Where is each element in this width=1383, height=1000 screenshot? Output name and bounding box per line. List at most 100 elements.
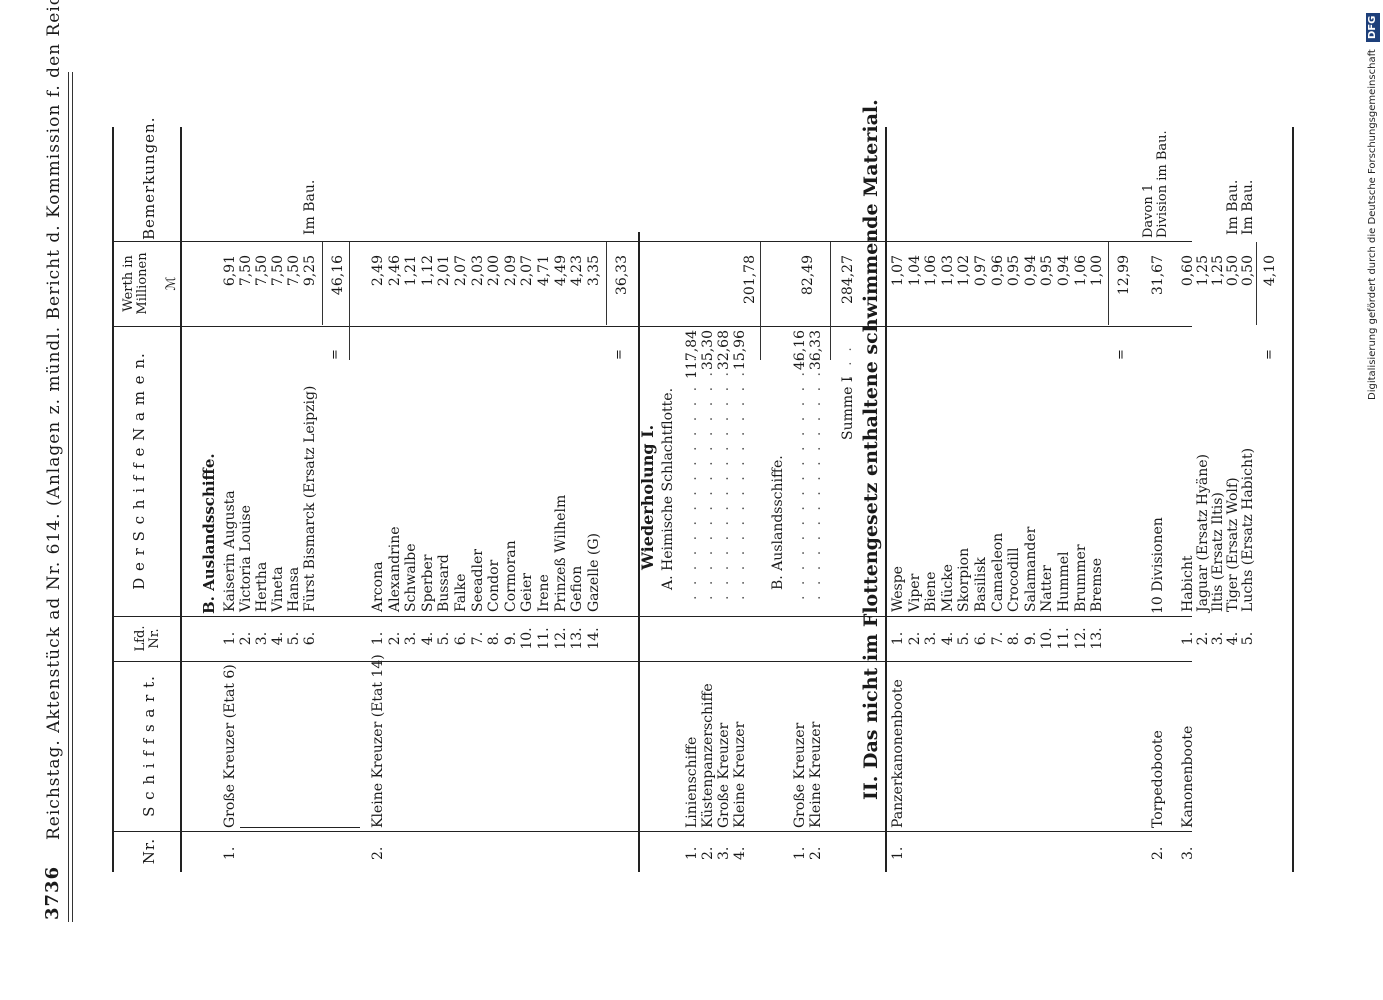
kk-row-name: Condor xyxy=(486,559,503,612)
header-schiffe-namen: D e r S c h i f f e N a m e n. xyxy=(130,352,148,590)
kb-row-lfd: 1. xyxy=(1180,631,1196,646)
col-sep-werth xyxy=(112,241,1192,242)
gk-row-value: 9,25 xyxy=(302,255,318,287)
kk-row-lfd: 8. xyxy=(486,631,503,646)
gk-sum-rule xyxy=(322,242,323,325)
credit-text: Digitalisierung gefördert durch die Deut… xyxy=(1367,49,1378,400)
kk-row-value: 4,23 xyxy=(569,255,586,287)
kb-row-value: 0,50 xyxy=(1225,255,1241,287)
wb-row-value: 36,33 xyxy=(808,330,824,371)
wiederholung-title: Wiederholung I. xyxy=(638,424,657,570)
pkb-row-name: Salamander xyxy=(1022,526,1039,612)
pkb-row-name: Crocodill xyxy=(1006,547,1023,613)
kk-sum-rule xyxy=(606,242,607,325)
pkb-row-name: Basilisk xyxy=(973,557,989,612)
pkb-row-value: 0,94 xyxy=(1022,255,1039,287)
kb-row-note: Im Bau. xyxy=(1240,179,1256,235)
pkb-row-name: Wespe xyxy=(890,566,906,612)
table-top-rule xyxy=(112,127,114,872)
header-schiffsart: S c h i f f s a r t. xyxy=(140,675,158,817)
kb-row-value: 1,25 xyxy=(1195,255,1211,287)
pkb-row-lfd: 3. xyxy=(923,631,940,646)
pkb-row-value: 1,02 xyxy=(956,255,973,287)
kb-row-lfd: 2. xyxy=(1195,631,1211,646)
wa-row-art: Große Kreuzer xyxy=(716,722,732,828)
pkb-row-name: Camaeleon xyxy=(989,532,1006,612)
gk-row-name: Fürst Bismarck (Ersatz Leipzig) xyxy=(302,385,318,612)
wb-total: 82,49 xyxy=(800,255,816,296)
kb-row-name: Luchs (Ersatz Habicht) xyxy=(1240,447,1256,612)
kk-row-lfd: 12. xyxy=(552,627,569,650)
kb-row-note: Im Bau. xyxy=(1225,179,1241,235)
pkb-row-value: 1,07 xyxy=(890,255,906,287)
kk-row-lfd: 1. xyxy=(370,631,386,646)
kk-row-value: 2,07 xyxy=(519,255,536,287)
kk-row-name: Sperber xyxy=(419,554,436,612)
dfg-logo: DFG xyxy=(1366,12,1380,42)
kb-equals-mark: = xyxy=(1262,349,1277,360)
pkb-row-value: 1,04 xyxy=(906,255,923,287)
wa-row-nr: 4. xyxy=(732,846,748,860)
gk-row-lfd: 6. xyxy=(302,631,318,646)
kb-row-lfd: 4. xyxy=(1225,631,1241,646)
kb-row-lfd: 5. xyxy=(1240,631,1256,646)
gk-row-value: 6,91 xyxy=(222,255,238,287)
gk-row-note: Im Bau. xyxy=(302,179,318,235)
kb-row-lfd: 3. xyxy=(1210,631,1226,646)
kk-row-name: Seeadler xyxy=(469,549,486,612)
pkb-row-name: Biene xyxy=(923,571,940,612)
wiederholung-b-title: B. Auslandsschiffe. xyxy=(770,455,786,590)
header-rule xyxy=(68,72,69,922)
gk-row-name: Vineta xyxy=(270,566,286,612)
wa-row-value: 35,30 xyxy=(700,330,716,371)
kk-row-value: 1,12 xyxy=(419,255,436,287)
kb-row-name: Tiger (Ersatz Wolf) xyxy=(1225,477,1241,612)
pkb-equals-mark: = xyxy=(1114,349,1129,360)
gk-row-name: Hansa xyxy=(286,566,302,612)
kk-row-value: 4,49 xyxy=(552,255,569,287)
pkb-row-lfd: 10. xyxy=(1039,627,1056,650)
kk-row-name: Arcona xyxy=(370,561,386,612)
header-lfd-nr: Lfd. Nr. xyxy=(133,625,162,652)
header-nr: Nr. xyxy=(140,837,158,865)
pkb-row-name: Bremse xyxy=(1089,557,1106,612)
kk-row-lfd: 4. xyxy=(419,631,436,646)
kb-row-value: 0,50 xyxy=(1240,255,1256,287)
pkb-row-name: Brummer xyxy=(1072,544,1089,612)
wa-row-art: Kleine Kreuzer xyxy=(732,721,748,828)
wa-row-art: Küstenpanzerschiffe xyxy=(700,683,716,828)
gk-total: 46,16 xyxy=(330,255,346,296)
kk-row-lfd: 2. xyxy=(386,631,403,646)
col-sep-art xyxy=(112,661,1192,662)
kk-art: Kleine Kreuzer (Etat 14) xyxy=(370,654,386,828)
wa-row-nr: 3. xyxy=(716,846,732,860)
table-header-rule xyxy=(180,127,182,872)
tb-nr: 2. xyxy=(1150,846,1166,860)
tb-art: Torpedoboote xyxy=(1150,730,1166,828)
pkb-row-lfd: 2. xyxy=(906,631,923,646)
kk-row-name: Prinzeß Wilhelm xyxy=(552,494,569,612)
gk-equals-mark: = xyxy=(328,349,343,360)
wb-row-art: Kleine Kreuzer xyxy=(808,721,824,828)
summe-dots: . . . xyxy=(840,344,855,380)
page-number: 3736 xyxy=(42,865,63,920)
gk-nr: 1. xyxy=(222,846,238,860)
pkb-row-lfd: 13. xyxy=(1089,627,1106,650)
pkb-row-lfd: 6. xyxy=(973,631,989,646)
gk-art: Große Kreuzer (Etat 6) xyxy=(222,664,238,828)
kb-row-name: Habicht xyxy=(1180,555,1196,612)
kk-row-name: Schwalbe xyxy=(403,543,420,612)
section-b-title: B. Auslandsschiffe. xyxy=(200,453,218,614)
kk-total: 36,33 xyxy=(614,255,630,296)
kk-row-name: Falke xyxy=(453,573,469,612)
pkb-nr: 1. xyxy=(890,846,906,860)
pkb-row-lfd: 11. xyxy=(1056,627,1072,650)
header-rule-2 xyxy=(72,72,73,922)
header-werth: Werth in Millionen xyxy=(121,252,150,315)
kk-row-value: 2,00 xyxy=(486,255,503,287)
col-sep-names xyxy=(112,326,1192,327)
wa-total: 201,78 xyxy=(742,255,758,304)
pkb-row-name: Skorpion xyxy=(956,547,973,612)
gk-row-lfd: 5. xyxy=(286,631,302,646)
pkb-row-value: 1,06 xyxy=(1072,255,1089,287)
